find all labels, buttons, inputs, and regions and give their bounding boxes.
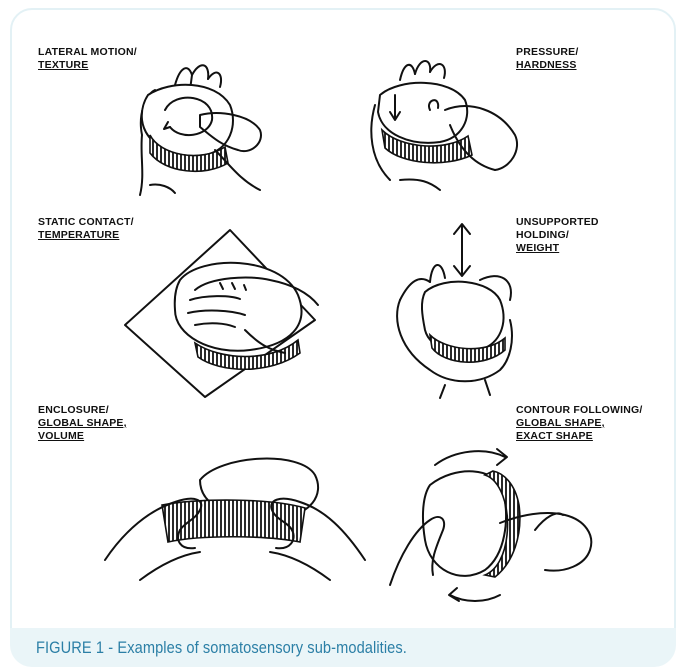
lateral-motion-illustration bbox=[120, 55, 270, 200]
label-contour-following: CONTOUR FOLLOWING/ GLOBAL SHAPE, EXACT S… bbox=[516, 404, 642, 443]
label-line: EXACT SHAPE bbox=[516, 430, 642, 443]
static-contact-illustration bbox=[120, 225, 320, 400]
enclosure-illustration bbox=[100, 440, 370, 590]
label-line: GLOBAL SHAPE, bbox=[38, 417, 127, 430]
contour-following-illustration bbox=[385, 445, 605, 605]
label-enclosure: ENCLOSURE/ GLOBAL SHAPE, VOLUME bbox=[38, 404, 127, 443]
label-line: CONTOUR FOLLOWING/ bbox=[516, 404, 642, 417]
label-line: GLOBAL SHAPE, bbox=[516, 417, 642, 430]
pressure-illustration bbox=[360, 50, 530, 200]
figure-caption: FIGURE 1 - Examples of somatosensory sub… bbox=[36, 638, 407, 658]
label-line: ENCLOSURE/ bbox=[38, 404, 127, 417]
unsupported-holding-illustration bbox=[390, 220, 540, 400]
